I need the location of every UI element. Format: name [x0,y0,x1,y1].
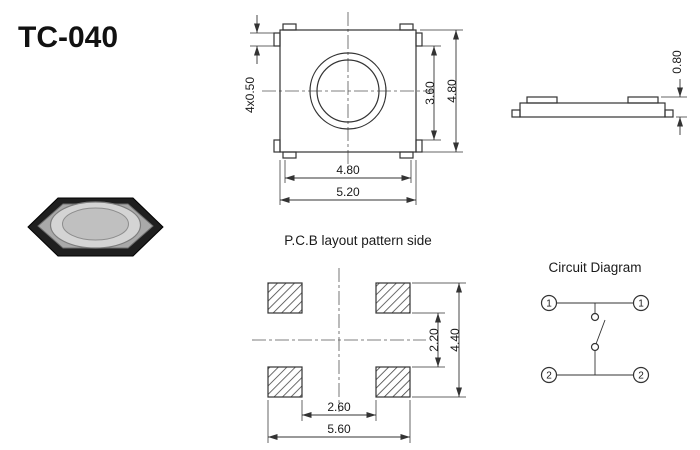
terminal-circle [632,366,650,384]
top-view-body-outline [279,29,417,153]
dim-pad-gap-y: 2.20 [412,312,445,368]
dim-inner-height: 3.60 [420,45,441,141]
pcb-pad [267,366,303,398]
dim-overall-y: 4.40 [412,282,466,398]
dim-overall-y-label: 4.40 [448,328,462,352]
terminal-number: 2 [546,371,552,382]
dim-inner-height-label: 3.60 [423,81,437,105]
dim-pad-gap-x-label: 2.60 [327,400,351,414]
top-view-drawing: 4x0.50 3.60 4.80 4.80 5.20 [243,12,463,205]
side-view-lead [511,109,521,118]
pin-tab [399,23,414,31]
circuit-diagram: Circuit Diagram 1 1 2 2 [540,260,650,384]
terminal-circle [632,294,650,312]
switch-contact-top [590,312,600,322]
dim-pad-gap-x: 2.60 [301,400,377,421]
dim-overall-x-label: 5.60 [327,422,351,436]
page-title: TC-040 [18,21,118,54]
pin-tab [399,151,414,159]
dim-outer-height: 4.80 [420,29,463,153]
pin-tab [415,139,423,153]
pcb-pad [375,366,411,398]
dim-pin-size-label: 4x0.50 [243,77,257,113]
product-photo [27,197,164,257]
side-view-top-pad [526,96,558,104]
dim-pin-size: 4x0.50 [243,15,276,113]
dim-outer-height-label: 4.80 [445,79,459,103]
pin-tab [282,23,297,31]
pcb-pad [267,282,303,314]
circuit-diagram-title: Circuit Diagram [548,260,641,275]
dim-inner-width: 4.80 [284,160,412,183]
pin-tab [415,32,423,47]
dim-profile-height-label: 0.80 [670,50,684,74]
pcb-layout-drawing: P.C.B layout pattern side 2.20 4.40 2. [252,233,466,443]
terminal-circle [540,366,558,384]
switch-lever [595,319,606,345]
switch-button-inner [62,207,129,241]
pcb-pad [375,282,411,314]
dim-pad-gap-y-label: 2.20 [427,328,441,352]
terminal-number: 2 [638,371,644,382]
terminal-number: 1 [546,299,552,310]
dim-inner-width-label: 4.80 [336,163,360,177]
side-view-drawing: 0.80 [511,50,687,135]
switch-contact-bottom [590,342,600,352]
dim-outer-width: 5.20 [279,160,417,205]
terminal-number: 1 [638,299,644,310]
dim-profile-height: 0.80 [661,50,687,135]
side-view-body [519,102,666,118]
pin-tab [282,151,297,159]
terminal-circle [540,294,558,312]
pin-tab [273,139,281,153]
pcb-layout-title: P.C.B layout pattern side [284,233,432,248]
dim-outer-width-label: 5.20 [336,185,360,199]
side-view-top-pad [627,96,659,104]
button-circle-inner [316,59,380,123]
pin-tab [273,32,281,47]
button-circle-outer [309,52,387,130]
side-view-lead [664,109,674,118]
dim-overall-x: 5.60 [267,400,411,443]
